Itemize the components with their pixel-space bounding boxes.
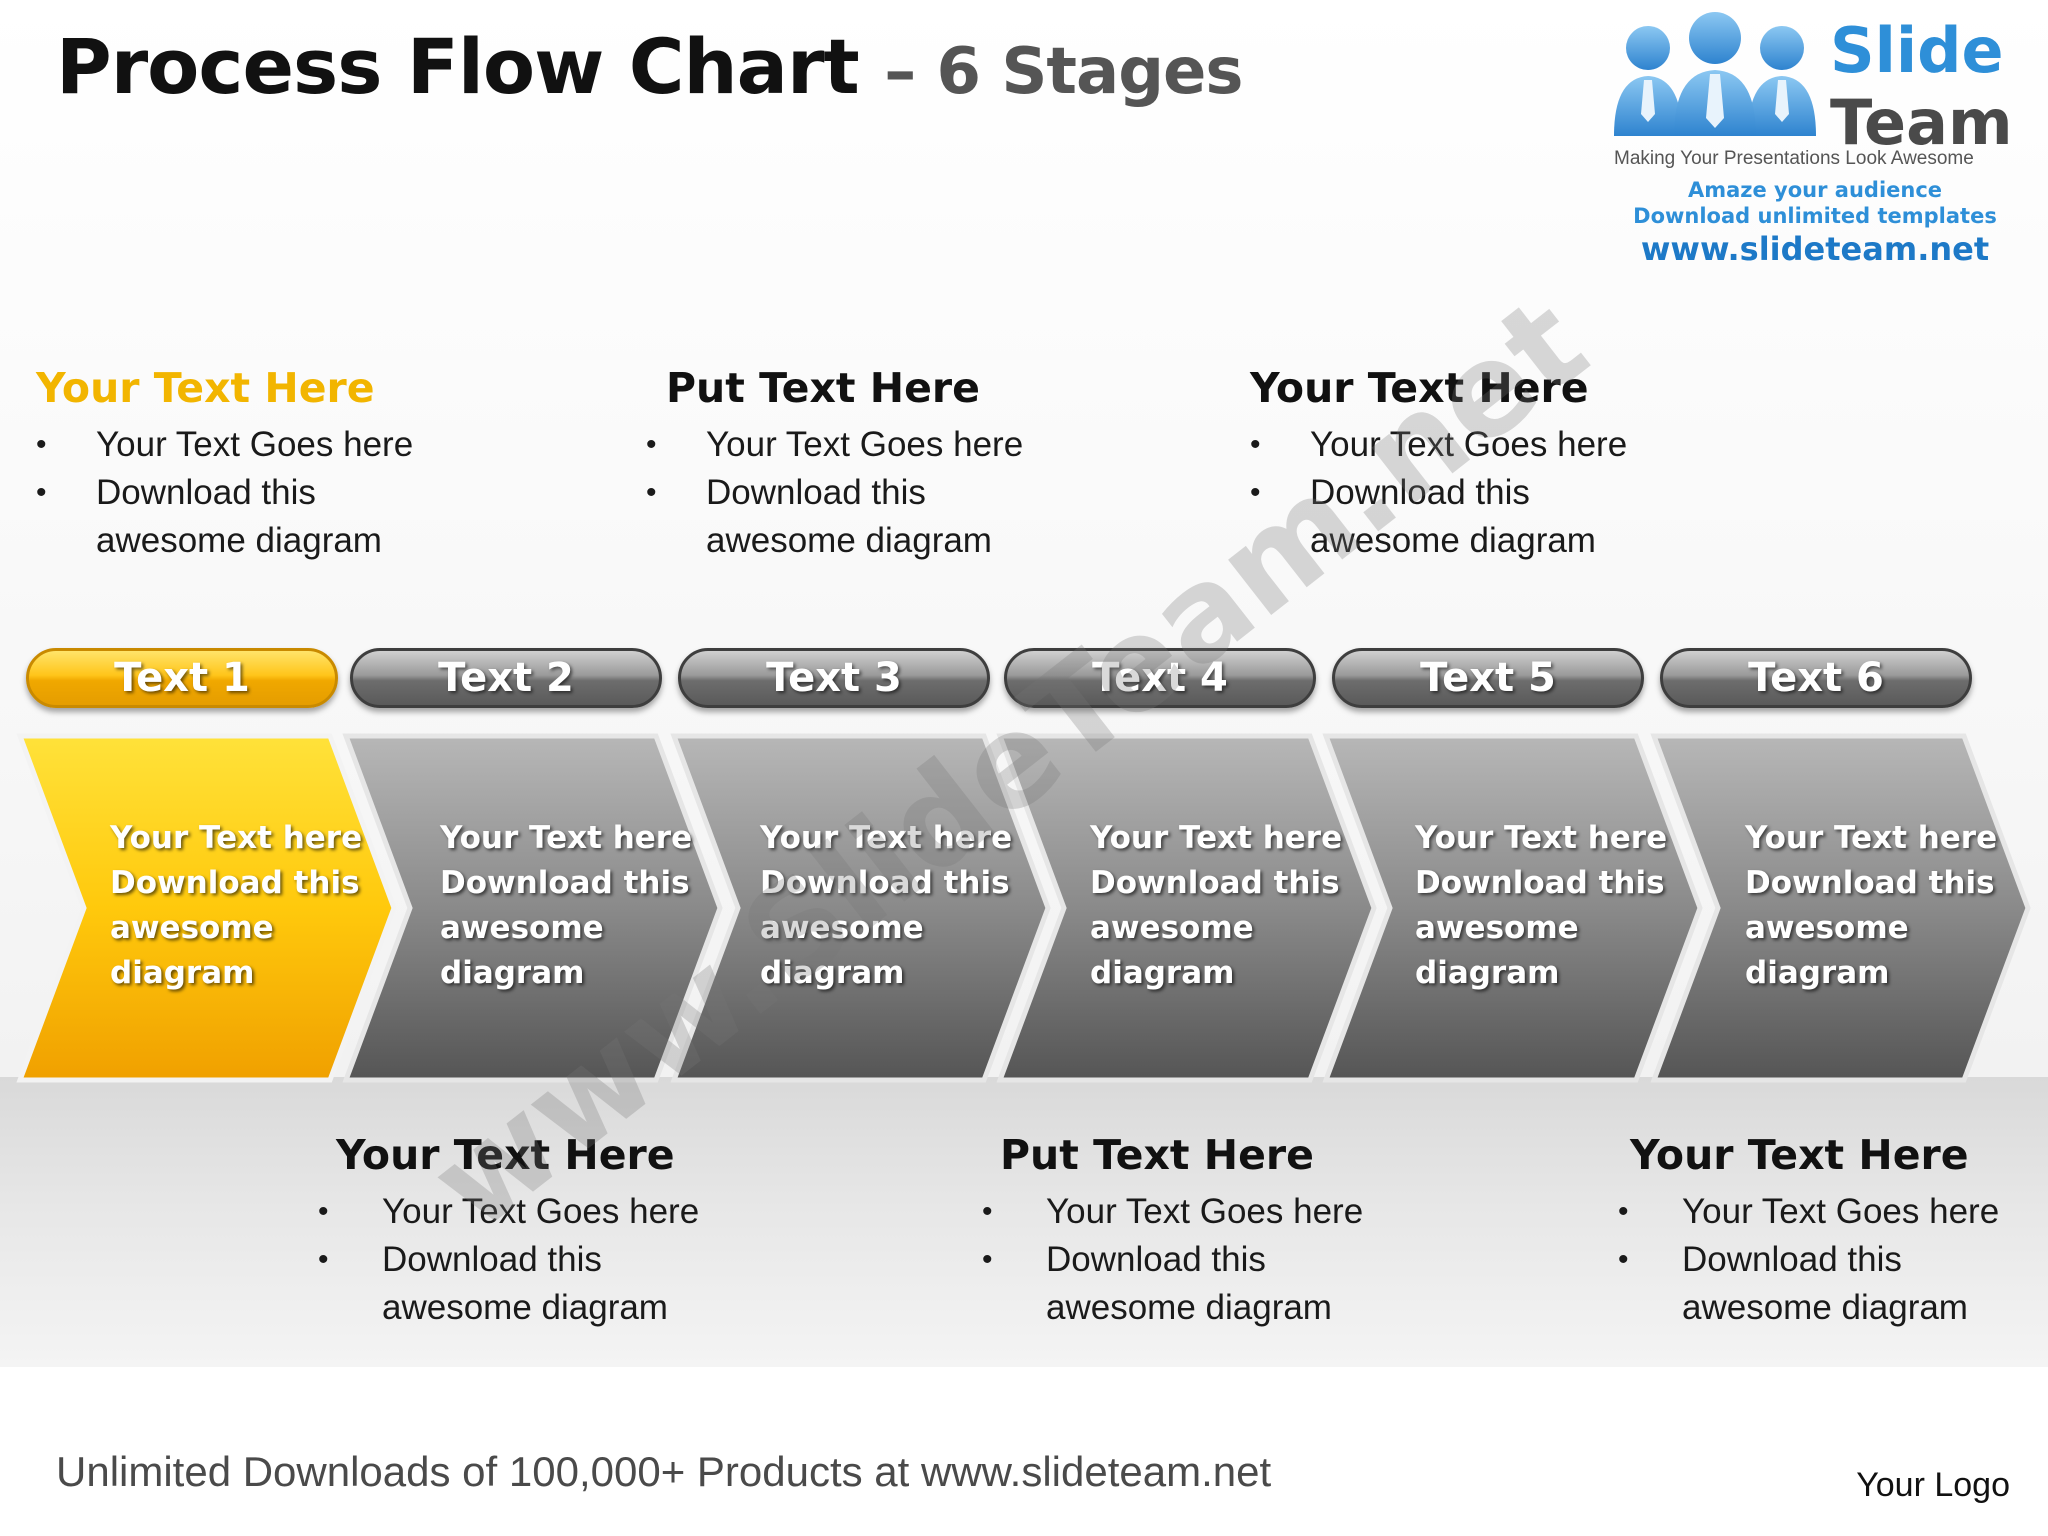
chevron-4-text: Your Text here Download this awesome dia… <box>1090 816 1343 996</box>
chevron-stage-3[interactable] <box>670 733 1051 1083</box>
chevron-6-line-3: awesome <box>1745 910 1909 946</box>
chevron-6-line-4: diagram <box>1745 955 1890 991</box>
chevron-3-line-1: Your Text here <box>760 820 1013 856</box>
people-icon <box>1614 12 1816 136</box>
bottom-block-1-heading: Your Text Here <box>336 1131 675 1179</box>
top-block-1-bullet-2: Download this awesome diagram <box>36 469 466 565</box>
top-block-3-heading: Your Text Here <box>1250 364 1589 412</box>
top-block-2-heading: Put Text Here <box>666 364 980 412</box>
chevron-stage-2[interactable] <box>342 733 723 1083</box>
top-block-3-bullet-2: Download this awesome diagram <box>1250 469 1680 565</box>
chevron-stage-5[interactable] <box>1322 733 1703 1083</box>
chevron-4-line-3: awesome <box>1090 910 1254 946</box>
top-block-2-bullet-1: Your Text Goes here <box>646 421 1076 469</box>
chevron-5-text: Your Text here Download this awesome dia… <box>1415 816 1668 996</box>
bottom-block-3-bullets: Your Text Goes here Download this awesom… <box>1618 1188 2048 1332</box>
chevron-5-line-2: Download this <box>1415 865 1665 901</box>
chevron-2-line-1: Your Text here <box>440 820 693 856</box>
top-block-3-bullet-1: Your Text Goes here <box>1250 421 1680 469</box>
slideteam-logo[interactable]: Slide Team Making Your Presentations Loo… <box>1600 8 2030 268</box>
bottom-block-3-bullet-2: Download this awesome diagram <box>1618 1236 2048 1332</box>
stage-pill-6[interactable]: Text 6 <box>1660 648 1972 708</box>
page-title: Process Flow Chart – 6 Stages <box>56 22 1244 111</box>
chevron-1-line-3: awesome <box>110 910 274 946</box>
your-logo-placeholder[interactable]: Your Logo <box>1856 1466 2010 1504</box>
top-block-1-bullet-1: Your Text Goes here <box>36 421 466 469</box>
title-main: Process Flow Chart <box>56 22 860 111</box>
bottom-text-block-2: Put Text Here Your Text Goes here Downlo… <box>982 1130 1412 1332</box>
bottom-text-block-1: Your Text Here Your Text Goes here Downl… <box>318 1130 748 1332</box>
chevron-1-line-1: Your Text here <box>110 820 363 856</box>
stage-pill-4[interactable]: Text 4 <box>1004 648 1316 708</box>
chevron-3-line-2: Download this <box>760 865 1010 901</box>
logo-url[interactable]: www.slideteam.net <box>1640 230 1990 268</box>
chevron-6-line-2: Download this <box>1745 865 1995 901</box>
top-block-1-heading: Your Text Here <box>36 364 375 412</box>
chevron-2-line-3: awesome <box>440 910 604 946</box>
stage-pill-3[interactable]: Text 3 <box>678 648 990 708</box>
chevron-2-line-4: diagram <box>440 955 585 991</box>
chevron-1-text: Your Text here Download this awesome dia… <box>110 816 363 996</box>
chevron-1-line-4: diagram <box>110 955 255 991</box>
top-block-2-bullet-2: Download this awesome diagram <box>646 469 1076 565</box>
chevron-stage-6[interactable] <box>1650 733 2031 1083</box>
chevron-3-line-4: diagram <box>760 955 905 991</box>
logo-brand-slide: Slide <box>1830 14 2004 87</box>
bottom-block-3-heading: Your Text Here <box>1630 1131 1969 1179</box>
chevron-2-text: Your Text here Download this awesome dia… <box>440 816 693 996</box>
bottom-block-1-bullets: Your Text Goes here Download this awesom… <box>318 1188 748 1332</box>
chevron-stage-4[interactable] <box>996 733 1377 1083</box>
bottom-block-3-bullet-1: Your Text Goes here <box>1618 1188 2048 1236</box>
top-block-3-bullets: Your Text Goes here Download this awesom… <box>1250 421 1680 565</box>
chevron-1-line-2: Download this <box>110 865 360 901</box>
top-text-block-3: Your Text Here Your Text Goes here Downl… <box>1250 363 1680 565</box>
top-text-block-2: Put Text Here Your Text Goes here Downlo… <box>646 363 1076 565</box>
logo-line-amaze: Amaze your audience <box>1687 178 1943 202</box>
chevron-2-line-2: Download this <box>440 865 690 901</box>
chevron-5-line-4: diagram <box>1415 955 1560 991</box>
logo-brand-team: Team <box>1830 86 2013 159</box>
title-subtitle: – 6 Stages <box>884 35 1243 109</box>
bottom-block-1-bullet-2: Download this awesome diagram <box>318 1236 748 1332</box>
bottom-block-2-bullets: Your Text Goes here Download this awesom… <box>982 1188 1412 1332</box>
chevron-5-line-1: Your Text here <box>1415 820 1668 856</box>
chevron-3-line-3: awesome <box>760 910 924 946</box>
top-block-2-bullets: Your Text Goes here Download this awesom… <box>646 421 1076 565</box>
chevron-4-line-1: Your Text here <box>1090 820 1343 856</box>
bottom-block-1-bullet-1: Your Text Goes here <box>318 1188 748 1236</box>
top-block-1-bullets: Your Text Goes here Download this awesom… <box>36 421 466 565</box>
chevron-3-text: Your Text here Download this awesome dia… <box>760 816 1013 996</box>
top-text-block-1: Your Text Here Your Text Goes here Downl… <box>36 363 466 565</box>
chevron-stage-1[interactable] <box>16 733 397 1083</box>
chevron-4-line-4: diagram <box>1090 955 1235 991</box>
logo-line-download: Download unlimited templates <box>1633 204 1997 228</box>
footer-text: Unlimited Downloads of 100,000+ Products… <box>56 1448 1272 1495</box>
bottom-block-2-heading: Put Text Here <box>1000 1131 1314 1179</box>
chevron-6-line-1: Your Text here <box>1745 820 1998 856</box>
chevron-5-line-3: awesome <box>1415 910 1579 946</box>
logo-tagline: Making Your Presentations Look Awesome <box>1614 148 1974 169</box>
chevron-4-line-2: Download this <box>1090 865 1340 901</box>
bottom-text-block-3: Your Text Here Your Text Goes here Downl… <box>1618 1130 2048 1332</box>
stage-pill-5[interactable]: Text 5 <box>1332 648 1644 708</box>
bottom-block-2-bullet-1: Your Text Goes here <box>982 1188 1412 1236</box>
stage-pill-2[interactable]: Text 2 <box>350 648 662 708</box>
chevron-6-text: Your Text here Download this awesome dia… <box>1745 816 1998 996</box>
bottom-block-2-bullet-2: Download this awesome diagram <box>982 1236 1412 1332</box>
stage-pill-1[interactable]: Text 1 <box>26 648 338 708</box>
